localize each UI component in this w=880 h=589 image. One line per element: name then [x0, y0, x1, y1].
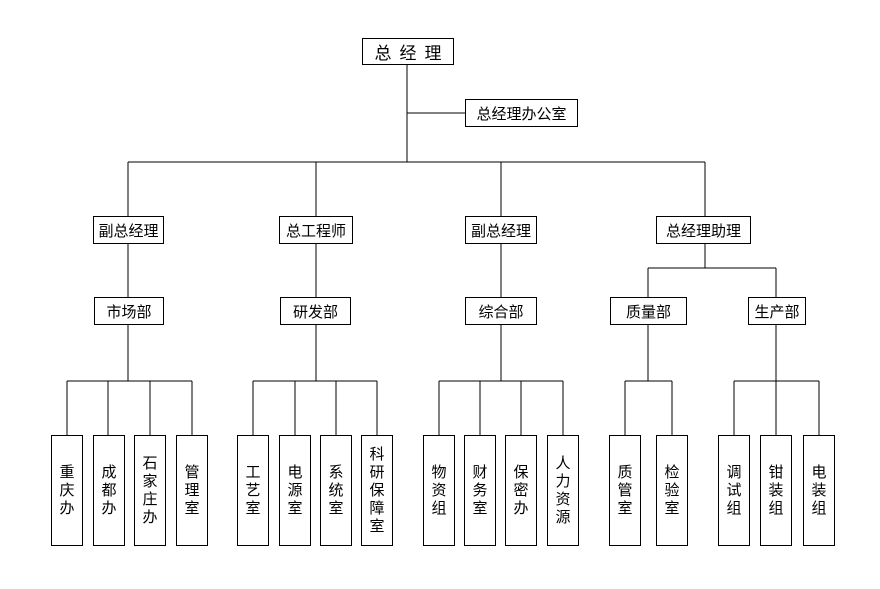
- unit-fitter-group: 钳装组: [760, 435, 792, 546]
- vice-president-box-1: 副总经理: [93, 216, 164, 244]
- unit-electrical-assembly-group: 电装组: [803, 435, 835, 546]
- ceo-box: 总经理: [362, 38, 454, 65]
- quality-dept-box: 质量部: [610, 297, 687, 325]
- unit-chongqing-office: 重庆办: [51, 435, 83, 546]
- unit-system-room: 系统室: [320, 435, 352, 546]
- assistant-gm-box: 总经理助理: [656, 216, 751, 244]
- rnd-dept-box: 研发部: [280, 297, 351, 325]
- unit-research-support-room: 科研保障室: [361, 435, 393, 546]
- unit-quality-control-room: 质管室: [609, 435, 641, 546]
- unit-power-room: 电源室: [279, 435, 311, 546]
- unit-finance-room: 财务室: [464, 435, 496, 546]
- unit-human-resources: 人力资源: [547, 435, 579, 546]
- unit-management-room: 管理室: [176, 435, 208, 546]
- chief-engineer-box: 总工程师: [279, 216, 353, 244]
- unit-shijiazhuang-office: 石家庄办: [134, 435, 166, 546]
- general-dept-box: 综合部: [465, 297, 537, 325]
- unit-inspection-room: 检验室: [656, 435, 688, 546]
- unit-materials-group: 物资组: [423, 435, 455, 546]
- unit-debug-group: 调试组: [718, 435, 750, 546]
- vice-president-box-2: 副总经理: [465, 216, 537, 244]
- ceo-office-box: 总经理办公室: [465, 99, 578, 127]
- unit-process-room: 工艺室: [237, 435, 269, 546]
- unit-chengdu-office: 成都办: [93, 435, 125, 546]
- market-dept-box: 市场部: [94, 297, 164, 325]
- production-dept-box: 生产部: [748, 297, 806, 325]
- unit-security-office: 保密办: [505, 435, 537, 546]
